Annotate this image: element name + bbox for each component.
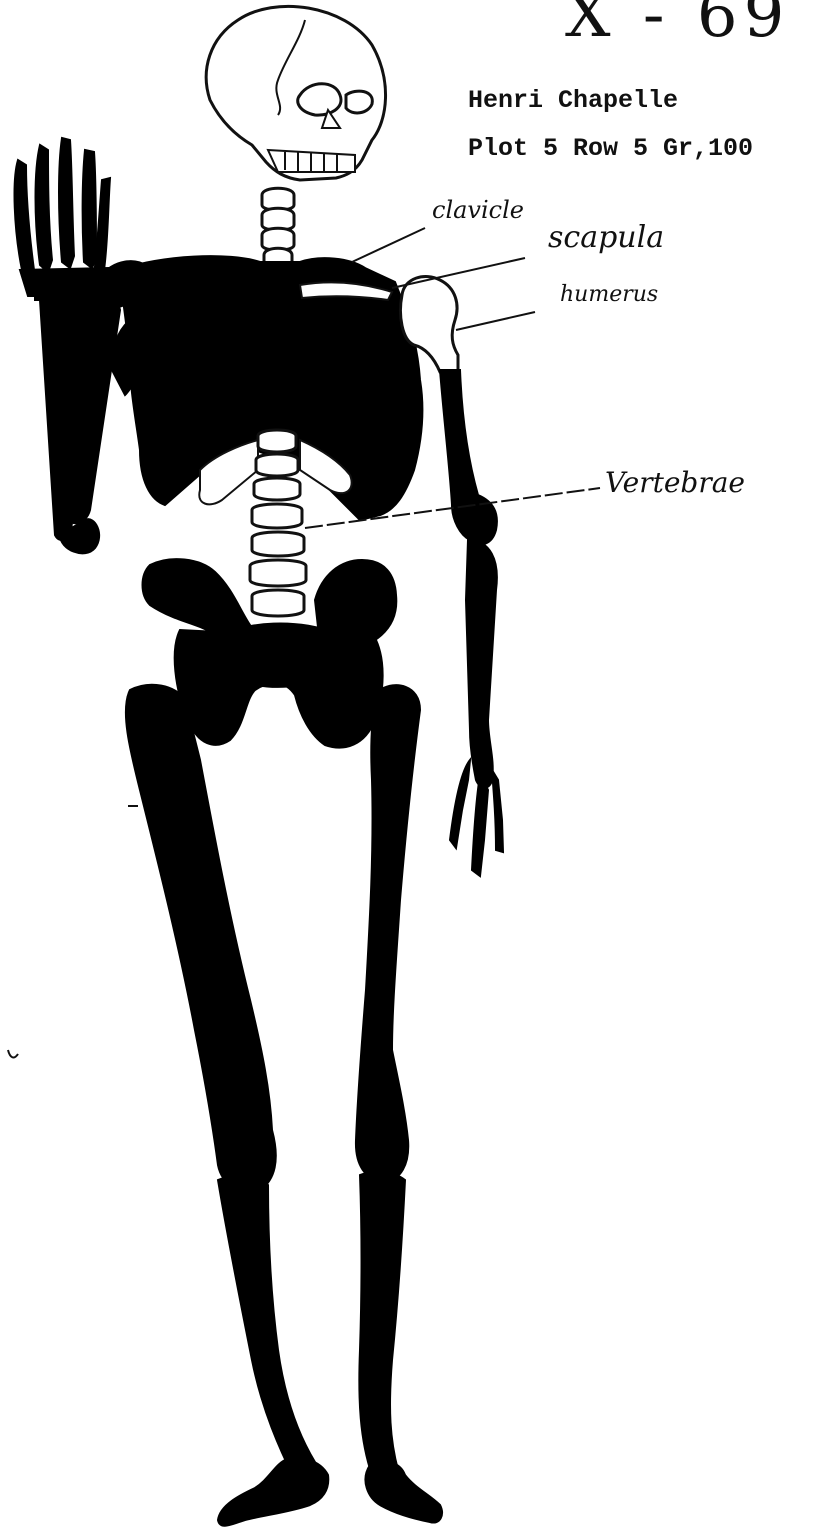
legs bbox=[126, 685, 420, 1480]
annotation-clavicle: clavicle bbox=[432, 196, 524, 224]
scapula-leader bbox=[392, 258, 525, 288]
annotation-vertebrae: Vertebrae bbox=[605, 466, 745, 499]
cervical-vertebrae bbox=[262, 188, 294, 270]
specimen-id: X - 69 bbox=[565, 0, 790, 52]
stray-mark bbox=[8, 1050, 18, 1057]
feet bbox=[218, 1458, 442, 1526]
annotation-humerus: humerus bbox=[560, 282, 658, 307]
annotation-scapula: scapula bbox=[548, 220, 664, 255]
typed-name-line: Henri Chapelle bbox=[468, 86, 678, 115]
skull bbox=[206, 6, 385, 180]
clavicle-leader bbox=[352, 228, 425, 262]
lumbar-vertebrae bbox=[250, 430, 306, 616]
right-arm bbox=[440, 370, 503, 876]
typed-plot-line: Plot 5 Row 5 Gr,100 bbox=[468, 134, 753, 163]
humerus-leader bbox=[456, 312, 535, 330]
